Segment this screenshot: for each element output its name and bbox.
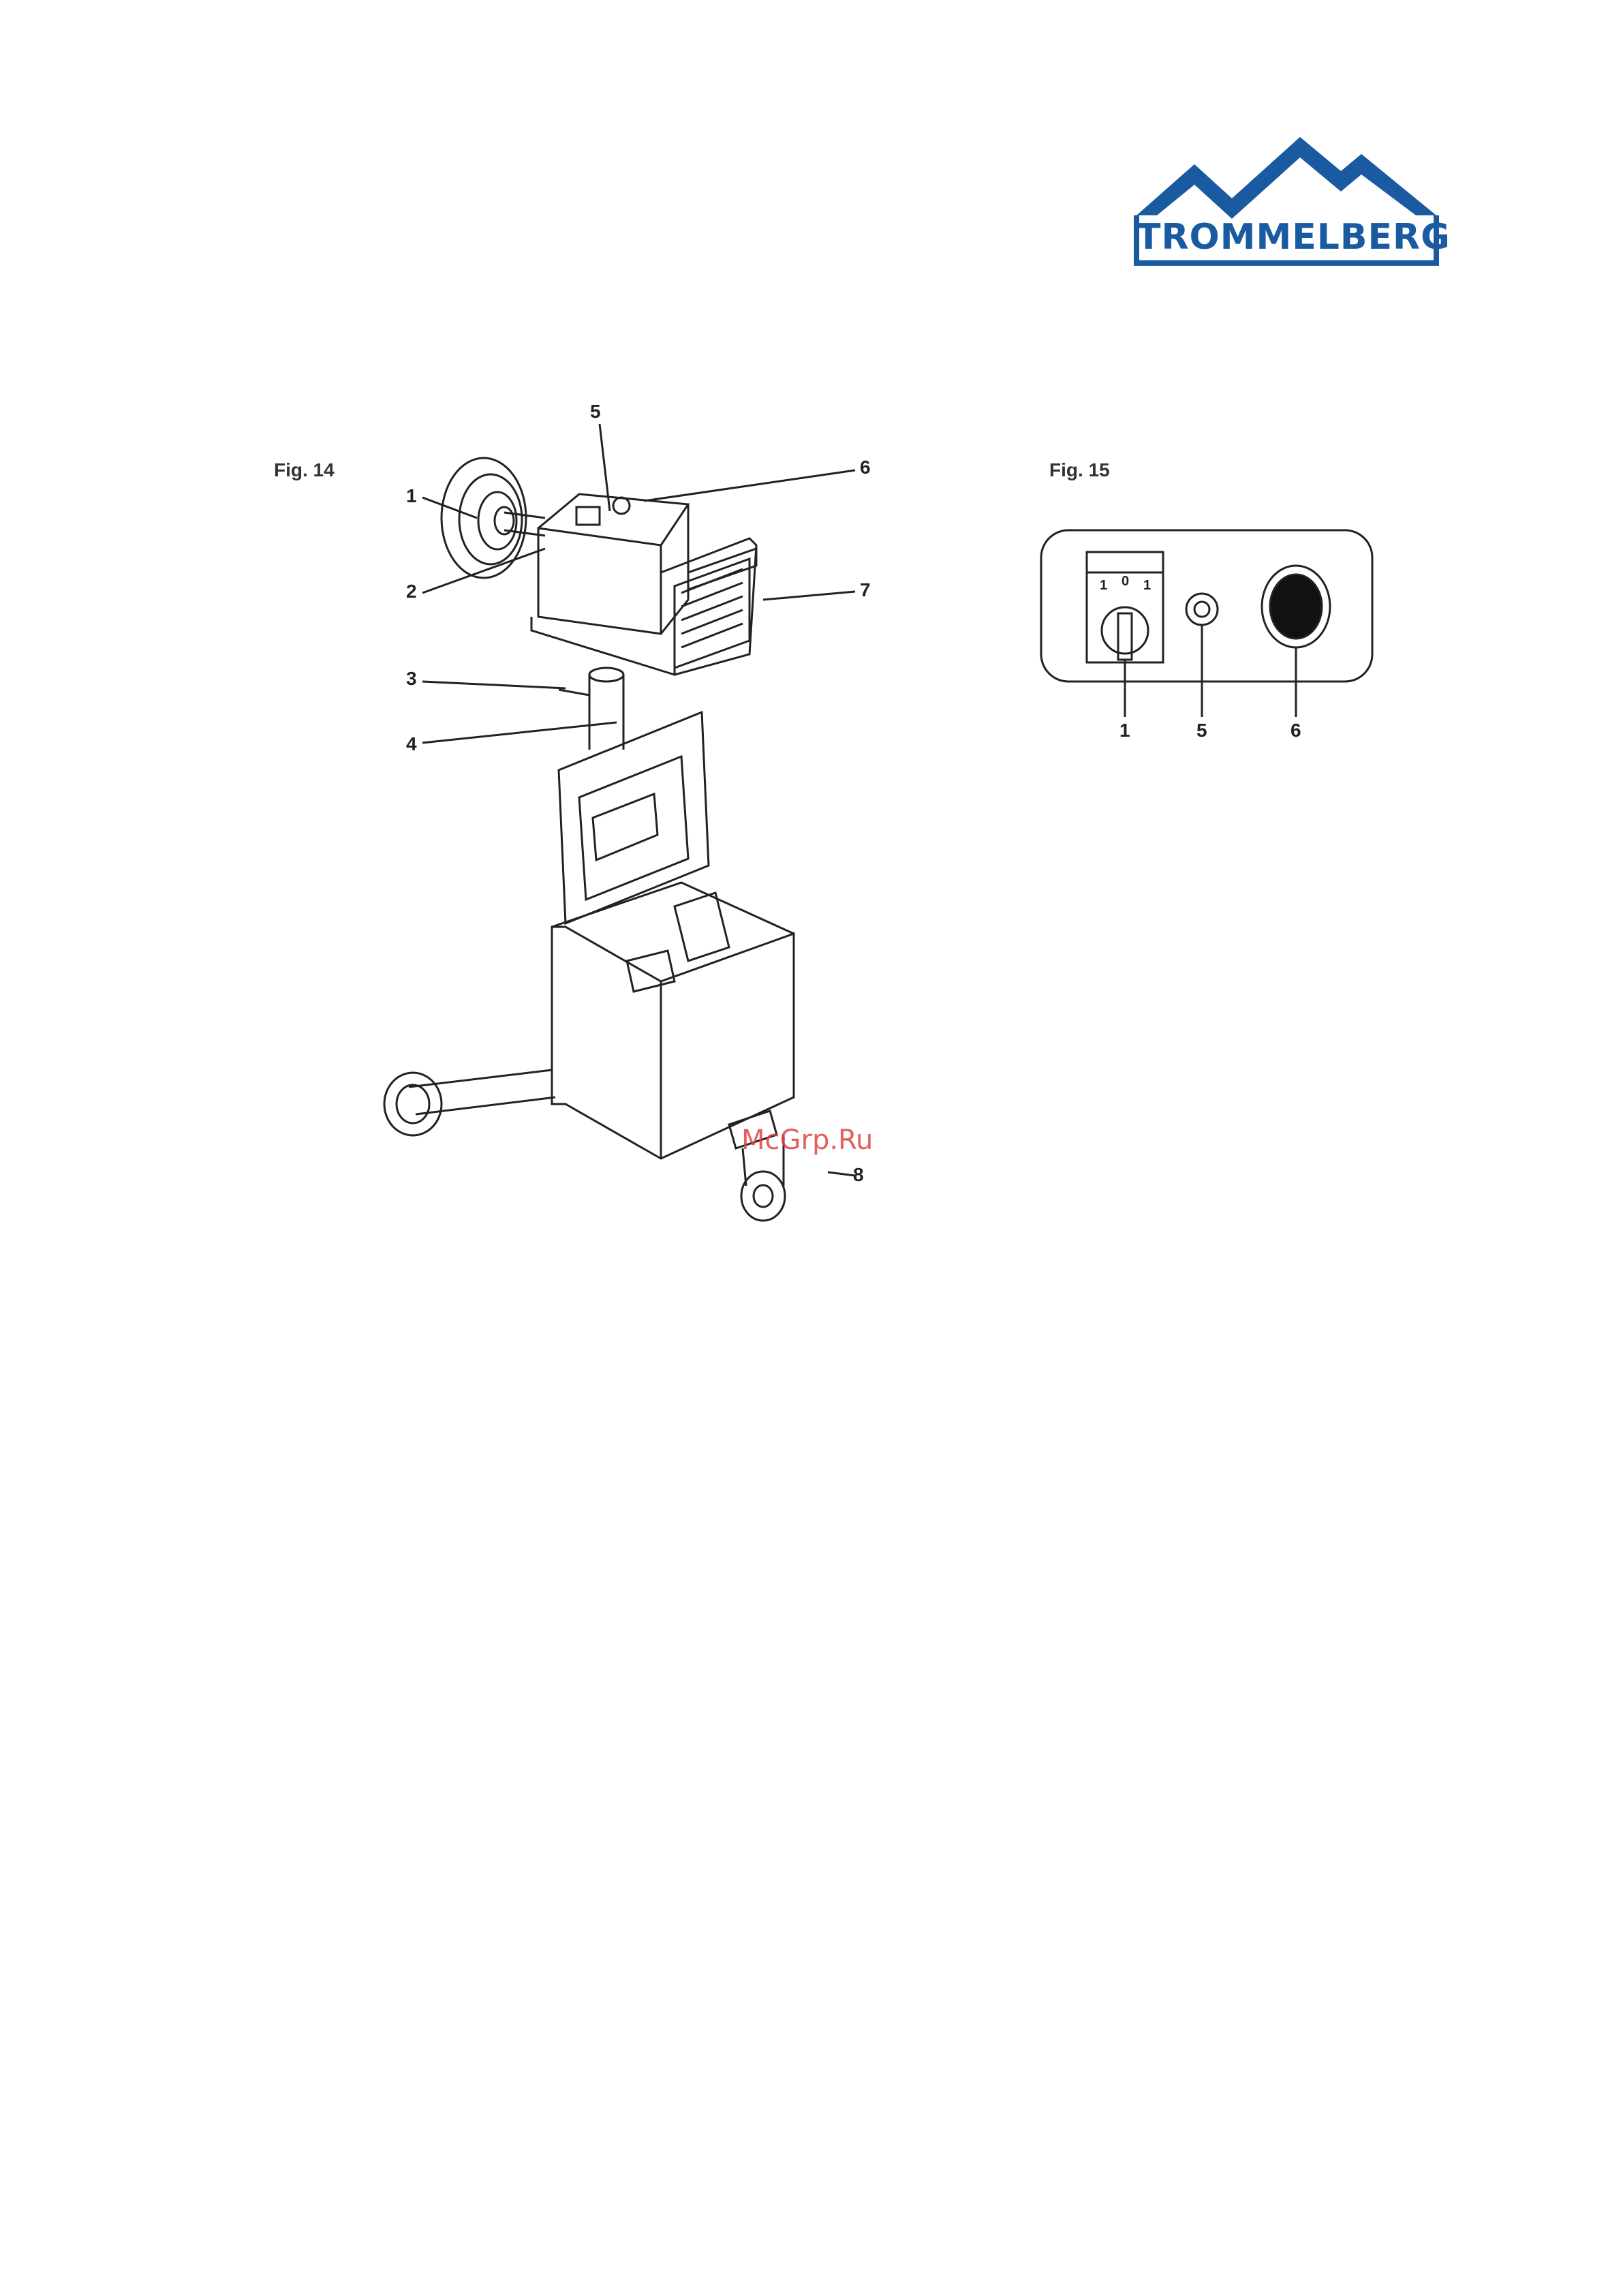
fig14-callout-8: 8 (853, 1164, 864, 1186)
cabinet (552, 927, 794, 1159)
fig14-callout-6: 6 (860, 457, 871, 478)
head-box (538, 528, 661, 634)
fig14-callout-7: 7 (860, 579, 871, 601)
fig15-callout-6: 6 (1290, 720, 1301, 741)
watermark: McGrp.Ru (741, 1124, 873, 1156)
switch-mark-right: 1 (1143, 578, 1151, 594)
switch-mark-left: 1 (1100, 578, 1107, 594)
fig14-callout-2: 2 (406, 581, 417, 602)
switch-mark-center: 0 (1122, 574, 1129, 590)
fig14-callout-5: 5 (590, 401, 601, 423)
caster-wheel (741, 1172, 785, 1221)
fig15-callout-5: 5 (1196, 720, 1207, 741)
indicator-lamp (1186, 594, 1218, 625)
fig15-callout-1: 1 (1119, 720, 1130, 741)
base-arm (409, 1070, 555, 1114)
fig14-callout-3: 3 (406, 668, 417, 690)
rear-wheel (384, 1073, 442, 1135)
fig14-callout-4: 4 (406, 733, 417, 755)
fig14-callout-1: 1 (406, 485, 417, 507)
